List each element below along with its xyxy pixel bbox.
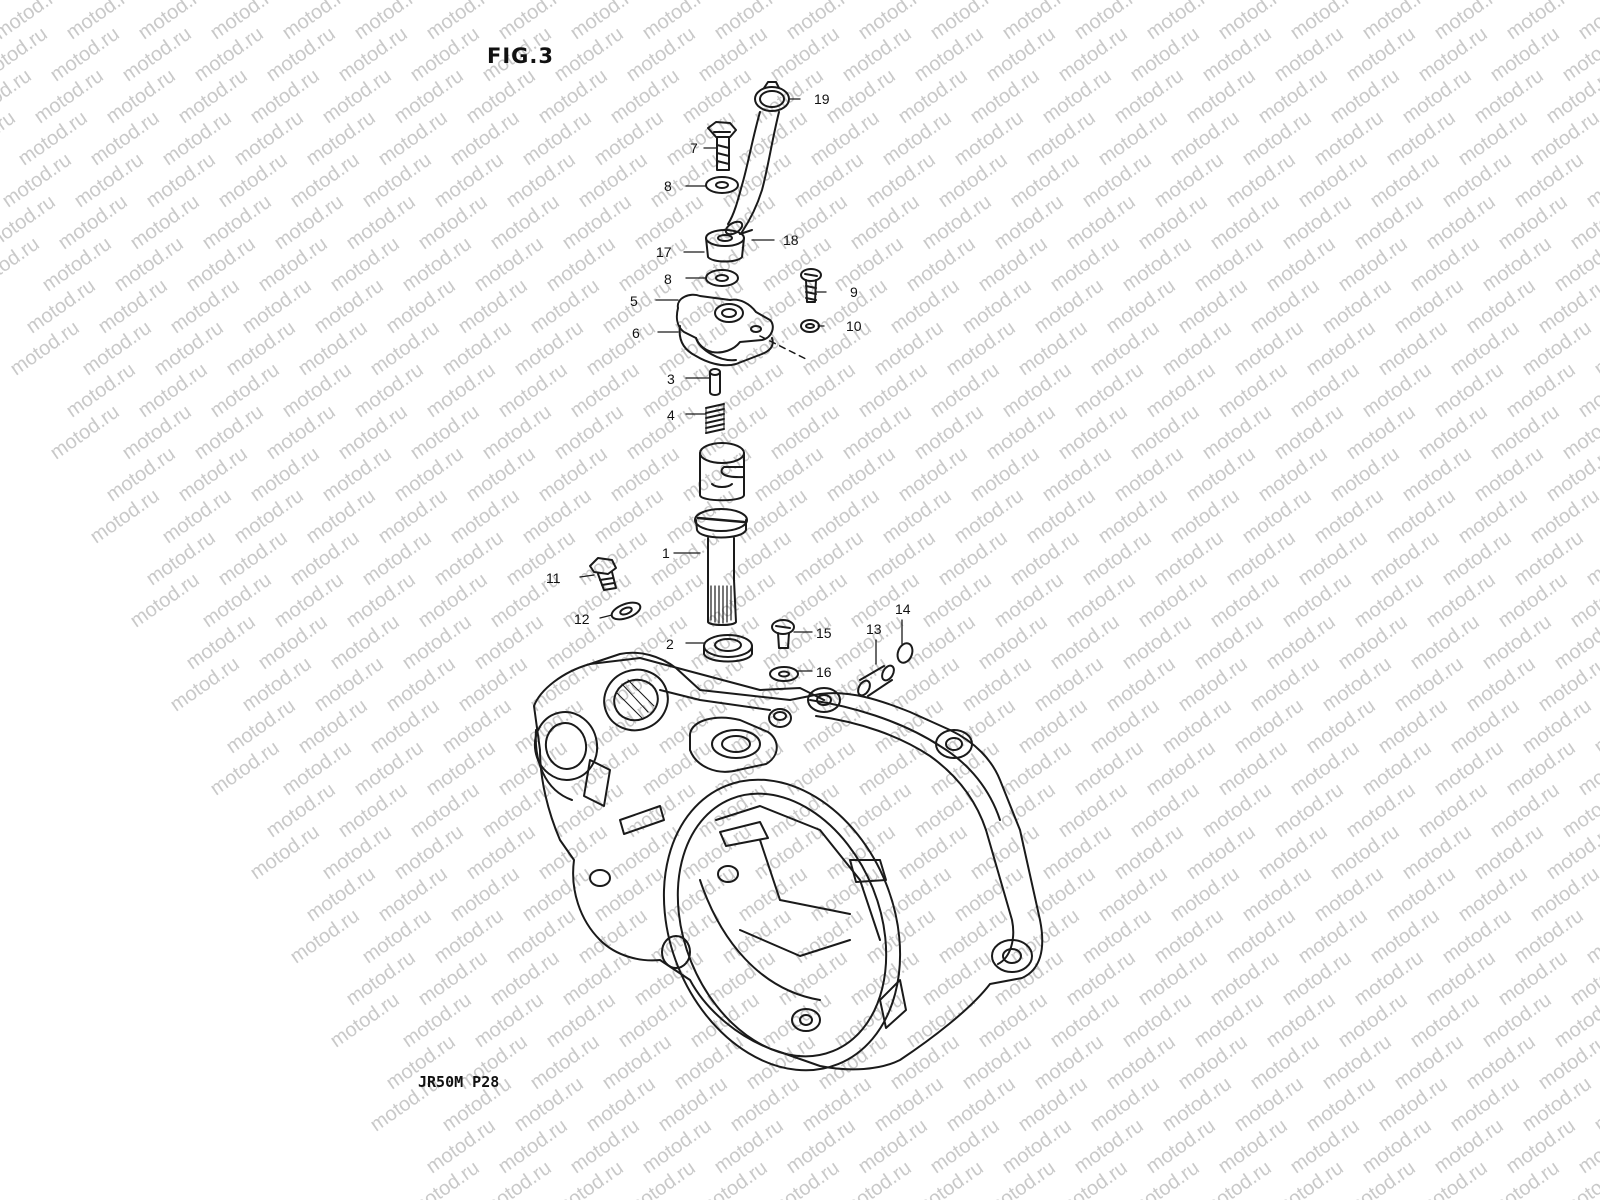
- part-5-6-pump-cover: [675, 293, 809, 367]
- callout-1: 1: [662, 545, 670, 561]
- part-17-banjo-fitting: [705, 229, 753, 263]
- callout-8-upper: 8: [664, 178, 672, 194]
- callout-14: 14: [895, 601, 911, 617]
- callout-15: 15: [816, 625, 832, 641]
- callout-2: 2: [666, 636, 674, 652]
- callout-3: 3: [667, 371, 675, 387]
- part-10-washer: [800, 319, 820, 333]
- callout-16: 16: [816, 664, 832, 680]
- callout-17: 17: [656, 244, 672, 260]
- part-14-o-ring: [896, 642, 914, 664]
- part-15-screw: [771, 619, 795, 649]
- part-4-spring: [705, 403, 725, 434]
- callout-5: 5: [630, 293, 638, 309]
- pump-plunger-body: [699, 442, 745, 502]
- callout-leader-lines: [579, 98, 903, 672]
- callout-4: 4: [667, 407, 675, 423]
- callout-13: 13: [866, 621, 882, 637]
- part-16-washer: [769, 666, 799, 682]
- figure-title: FIG.3: [487, 44, 554, 68]
- part-8-washer-lower: [705, 269, 739, 287]
- figure-code: JR50M P28: [418, 1073, 500, 1091]
- crankcase-cover-housing: [533, 651, 1044, 1072]
- part-9-screw: [800, 268, 822, 303]
- callout-8-lower: 8: [664, 271, 672, 287]
- callout-7: 7: [690, 140, 698, 156]
- part-11-bolt: [589, 557, 617, 591]
- callout-6: 6: [632, 325, 640, 341]
- part-18-hose: [724, 111, 780, 236]
- part-12-washer: [610, 601, 642, 621]
- callout-11: 11: [546, 570, 561, 586]
- part-2-oil-seal: [703, 634, 753, 663]
- part-1-pump-shaft: [694, 508, 748, 626]
- part-19-clamp: [754, 81, 790, 112]
- callout-19: 19: [814, 91, 830, 107]
- callout-18: 18: [783, 232, 799, 248]
- part-3-pin: [709, 368, 721, 396]
- callout-9: 9: [850, 284, 858, 300]
- part-8-washer-upper: [705, 176, 739, 194]
- part-7-bolt: [707, 121, 737, 171]
- callout-12: 12: [574, 611, 590, 627]
- part-13-dowel-pin: [857, 664, 895, 697]
- callout-10: 10: [846, 318, 862, 334]
